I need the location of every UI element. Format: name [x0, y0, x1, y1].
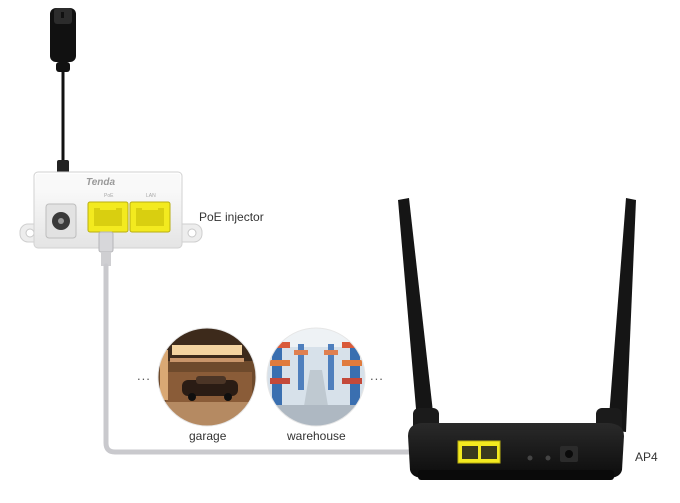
lan-port — [129, 201, 171, 233]
poe-injector-label: PoE injector — [199, 210, 264, 224]
injector-lan-port-label: LAN — [146, 193, 156, 199]
warehouse-photo — [267, 328, 365, 426]
warehouse-label: warehouse — [287, 429, 346, 443]
access-point-label: AP4 — [635, 450, 658, 464]
poe-port — [87, 201, 129, 233]
garage-label: garage — [189, 429, 227, 443]
power-adapter — [50, 8, 76, 186]
garage-photo — [158, 328, 256, 426]
ellipsis-right: ... — [370, 368, 384, 383]
injector-poe-port-label: PoE — [104, 193, 114, 199]
router-wan-lan-ports — [457, 440, 501, 464]
dc-jack — [45, 203, 77, 239]
access-point — [398, 198, 636, 480]
injector-brand-logo: Tenda — [86, 177, 116, 188]
ellipsis-left: ... — [137, 368, 151, 383]
ethernet-cable — [98, 231, 453, 460]
